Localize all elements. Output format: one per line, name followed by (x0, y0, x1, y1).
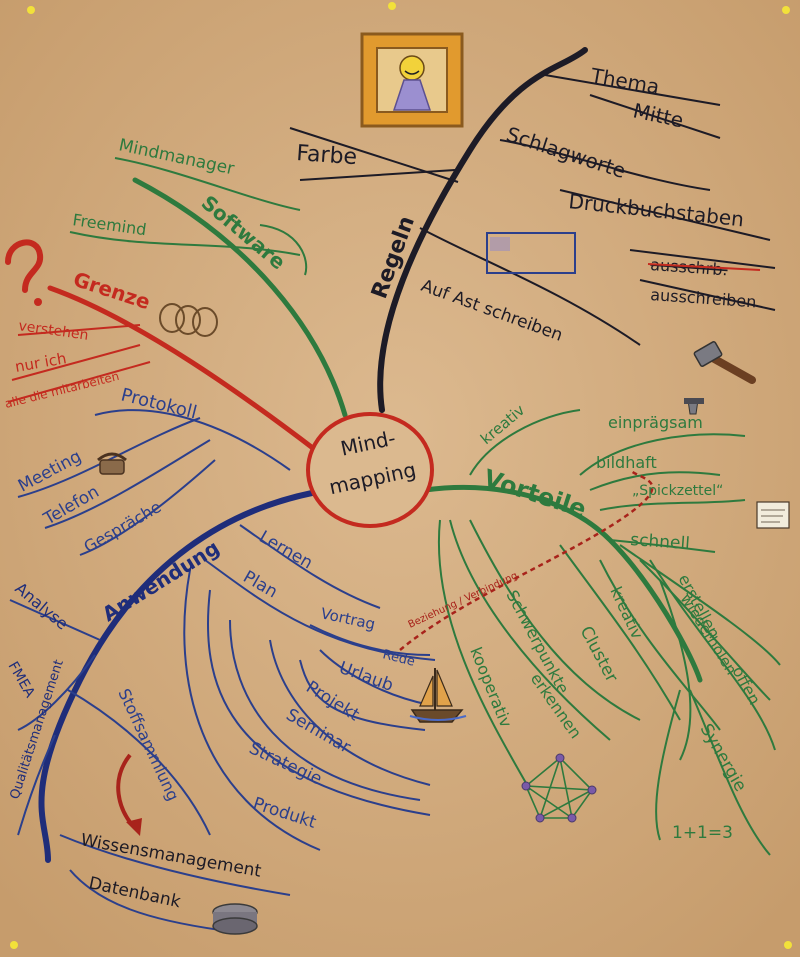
branch-grenze (47, 285, 321, 455)
box-drawing-fill (490, 237, 510, 251)
pin-bottom-right (784, 941, 792, 949)
database-disk-icon (212, 903, 258, 935)
label-bildhaft: bildhaft (596, 453, 657, 472)
label-formula: 1+1=3 (672, 823, 733, 843)
branch-regeln (377, 47, 588, 413)
box-drawing (486, 232, 576, 274)
note-paper-icon (756, 501, 790, 529)
vorteile-sublines (437, 409, 781, 856)
pin-top-center (388, 2, 396, 10)
label-einpraegsam: einprägsam (608, 413, 703, 432)
beziehung-dashed-line (399, 469, 654, 651)
center-node: Mind- mapping (306, 412, 434, 528)
software-sublines (69, 157, 308, 276)
branch-software (132, 177, 348, 418)
sailboat-icon (409, 668, 467, 723)
grenze-sublines (7, 324, 151, 403)
pin-bottom-left (10, 941, 18, 949)
telephone-icon (97, 452, 127, 475)
pin-top-left (27, 6, 35, 14)
picture-frame-icon (360, 32, 464, 128)
network-star-icon (521, 753, 597, 823)
label-schnell: schnell (630, 530, 691, 554)
stoffsammlung-arrowhead (126, 818, 142, 836)
label-farbe: Farbe (296, 141, 358, 170)
label-spickzettel: „Spickzettel“ (632, 483, 723, 499)
regeln-sublines (289, 74, 776, 346)
question-mark-icon (5, 239, 44, 306)
hammer-icon (684, 341, 756, 415)
rings-icon (159, 303, 218, 337)
anwendung-sublines (9, 524, 436, 931)
branch-vorteile (422, 485, 703, 683)
branch-anwendung (38, 490, 315, 863)
ausschrb-strike-line (647, 263, 761, 271)
pin-top-right (782, 6, 790, 14)
